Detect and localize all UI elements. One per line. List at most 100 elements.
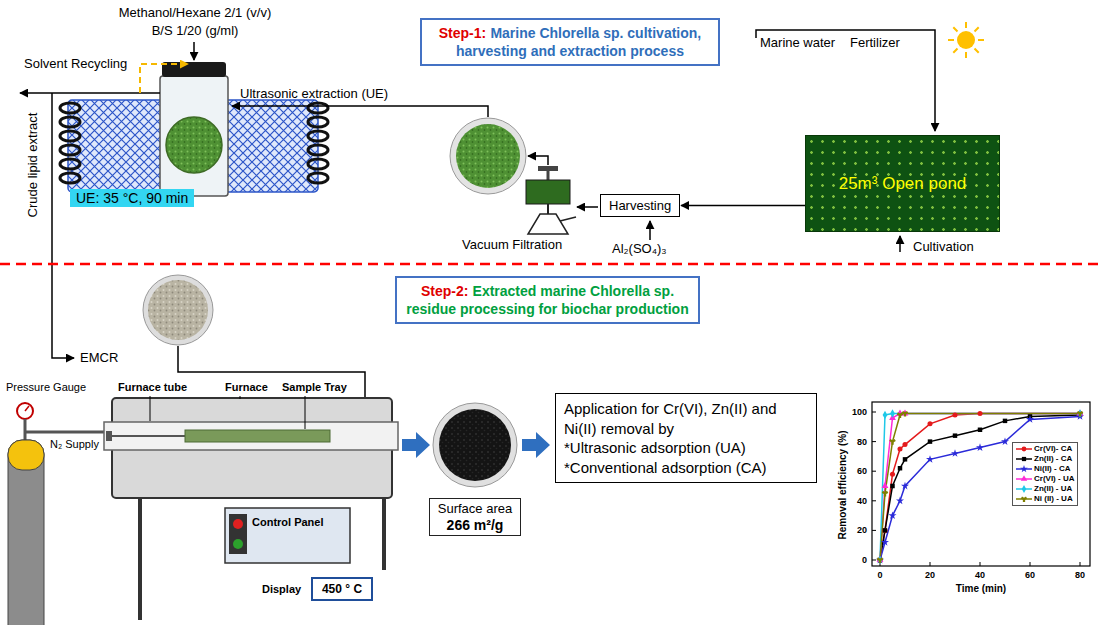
residue-photo: [143, 275, 213, 345]
legend-row: Zn(II) - UA: [1016, 484, 1074, 494]
connectors: [681, 205, 805, 206]
removal-chart: [878, 413, 1082, 563]
solvent-label: Methanol/Hexane 2/1 (v/v): [119, 6, 271, 21]
legend-text: Zn(II) - CA: [1034, 454, 1072, 464]
gas-cylinder: [25, 406, 29, 411]
removal-chart: [877, 411, 1084, 563]
removal-chart: [872, 412, 876, 413]
legend-sample: [1016, 485, 1032, 493]
legend-sample: [1016, 495, 1032, 503]
removal-chart: [880, 413, 1080, 560]
reagent-label: Al₂(SO₄)₃: [612, 242, 667, 257]
removal-chart: [903, 457, 907, 461]
legend-row: Ni(II) - CA: [1016, 464, 1074, 474]
removal-chart: [927, 421, 932, 426]
removal-chart: [976, 443, 984, 451]
tube-furnace: [233, 539, 243, 549]
node-heading: Harvesting: [609, 198, 671, 213]
ultrasonic-bath: [60, 159, 80, 169]
separator-line: [0, 264, 1104, 265]
removal-chart: [1003, 419, 1007, 423]
equipment-label: Vacuum Filtration: [462, 238, 562, 253]
tick-label: 80: [857, 436, 867, 446]
sun-icon: [948, 22, 984, 58]
removal-chart: [883, 411, 888, 419]
removal-chart: [877, 557, 884, 563]
flow-arrow: [756, 30, 935, 131]
residue-photo: [143, 275, 213, 345]
condition-box: UE: 35 °C, 90 min: [70, 189, 194, 207]
removal-chart: [872, 402, 1090, 566]
tick-label: 40: [857, 496, 867, 506]
axis-title: Removal efficiency (%): [837, 431, 849, 540]
removal-chart: [880, 413, 1080, 560]
removal-chart: [872, 441, 876, 442]
biochar-photo: [433, 403, 517, 487]
removal-chart: [880, 413, 1080, 560]
removal-chart: [978, 428, 982, 432]
extraction-jar: [160, 76, 228, 196]
removal-chart: [901, 482, 909, 490]
gas-cylinder: [17, 403, 33, 419]
removal-chart: [878, 556, 883, 564]
tube-furnace: [185, 430, 330, 442]
removal-chart: [872, 402, 1090, 566]
flow-arrow: [20, 30, 935, 420]
tick-label: 60: [1025, 570, 1035, 580]
flow-arrow: [899, 236, 901, 252]
removal-chart: [882, 528, 887, 533]
vacuum-filter: [547, 171, 550, 180]
removal-chart: [890, 409, 895, 417]
legend-sample: [1016, 445, 1032, 453]
gas-cylinder: [24, 419, 27, 440]
input-label: Marine water: [760, 36, 835, 51]
part-label: Furnace: [225, 381, 268, 394]
tick-label: 20: [857, 525, 867, 535]
vacuum-filter: [528, 214, 568, 234]
removal-chart: [902, 442, 907, 447]
legend-row: Cr(VI) - UA: [1016, 474, 1074, 484]
legend-text: Ni (II) - UA: [1034, 494, 1073, 504]
biomass-photo: [450, 118, 526, 194]
tick-label: 20: [925, 570, 935, 580]
removal-chart: [1001, 437, 1009, 445]
axis-title: Time (min): [956, 583, 1006, 595]
sun-icon: [948, 22, 984, 58]
flow-arrow: [193, 42, 195, 60]
removal-chart: [882, 491, 889, 497]
ultrasonic-bath: [60, 103, 80, 113]
flow-arrow: [528, 156, 548, 165]
removal-chart: [876, 556, 884, 564]
removal-chart: [977, 411, 982, 416]
process-box: Harvesting: [600, 194, 680, 217]
vacuum-filter: [538, 166, 558, 171]
ultrasonic-bath: [308, 117, 328, 127]
tick-label: 0: [862, 555, 867, 565]
part-label: Sample Tray: [282, 381, 347, 394]
flow-label: EMCR: [80, 351, 118, 366]
part-label: Display: [262, 583, 301, 596]
gas-cylinder: [8, 403, 104, 625]
removal-chart: [980, 562, 981, 566]
ultrasonic-bath: [308, 145, 328, 155]
separator-line: [0, 263, 1104, 266]
removal-chart: [951, 449, 959, 457]
tick-label: 60: [857, 466, 867, 476]
legend-text: Ni(II) - CA: [1034, 464, 1070, 474]
gas-cylinder: [8, 440, 44, 625]
node-heading: Surface area: [438, 501, 512, 517]
legend-sample: [1016, 455, 1032, 463]
ultrasonic-bath: [308, 173, 328, 183]
display-reading: 450 ° C: [322, 583, 362, 597]
removal-chart: [1078, 409, 1083, 417]
flow-arrow: [52, 93, 74, 358]
tube-furnace: [112, 435, 185, 437]
removal-chart: [880, 413, 1080, 560]
property-box: Surface area266 m²/g: [429, 498, 521, 536]
removal-chart: [872, 560, 876, 561]
step-title-box: Step-2:Extracted marine Chlorella sp. re…: [395, 276, 700, 324]
node-heading: Step-1:: [439, 25, 486, 41]
removal-chart: [883, 528, 887, 532]
vacuum-filter: [526, 180, 570, 204]
